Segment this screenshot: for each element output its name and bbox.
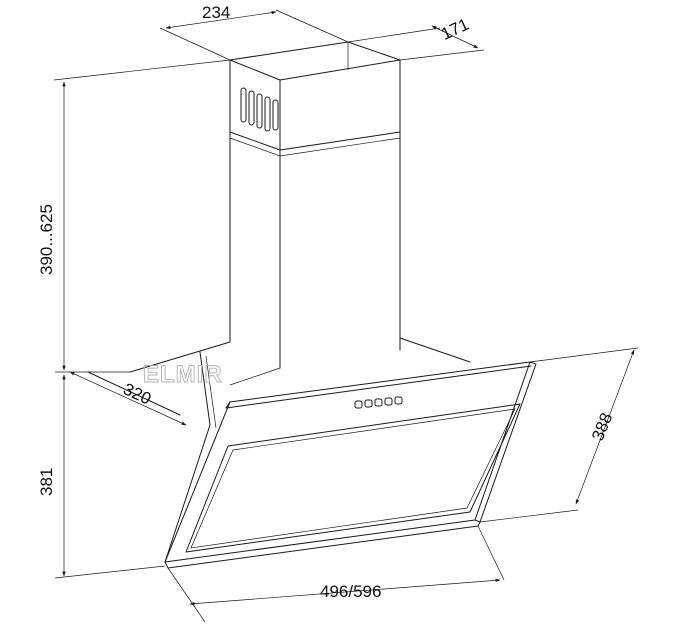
control-button [394, 396, 403, 405]
dimension-label: 381 [37, 468, 56, 496]
control-buttons [354, 396, 403, 409]
dimension-label: 390...625 [37, 204, 56, 275]
chimney [229, 41, 401, 369]
dimension-chimney-depth: 171 [347, 15, 485, 61]
dimension-hood-width: 496/596 [167, 525, 505, 623]
dimension-glass-height: 388 [479, 347, 639, 523]
control-button [384, 397, 393, 406]
dimension-label: 171 [438, 15, 472, 44]
dimension-hood-height: 381 [37, 374, 166, 579]
chimney-sleeve-seam [229, 131, 401, 151]
chimney-top-face [229, 41, 401, 81]
dimension-label: 234 [202, 3, 230, 22]
control-button [364, 399, 373, 408]
dimension-chimney-height: 390...625 [37, 59, 231, 373]
control-button [354, 400, 363, 409]
hood-outer-frame [164, 361, 531, 563]
dimension-label: 388 [588, 410, 616, 443]
hood-side-profile [164, 351, 211, 563]
hood-body [164, 351, 537, 569]
control-button [374, 398, 383, 407]
glass-panel [185, 403, 521, 553]
dimension-label: 496/596 [320, 582, 381, 601]
watermark-logo: ELMIR [143, 361, 223, 388]
vent-slots [240, 87, 279, 132]
dimension-chimney-width: 234 [159, 3, 349, 61]
